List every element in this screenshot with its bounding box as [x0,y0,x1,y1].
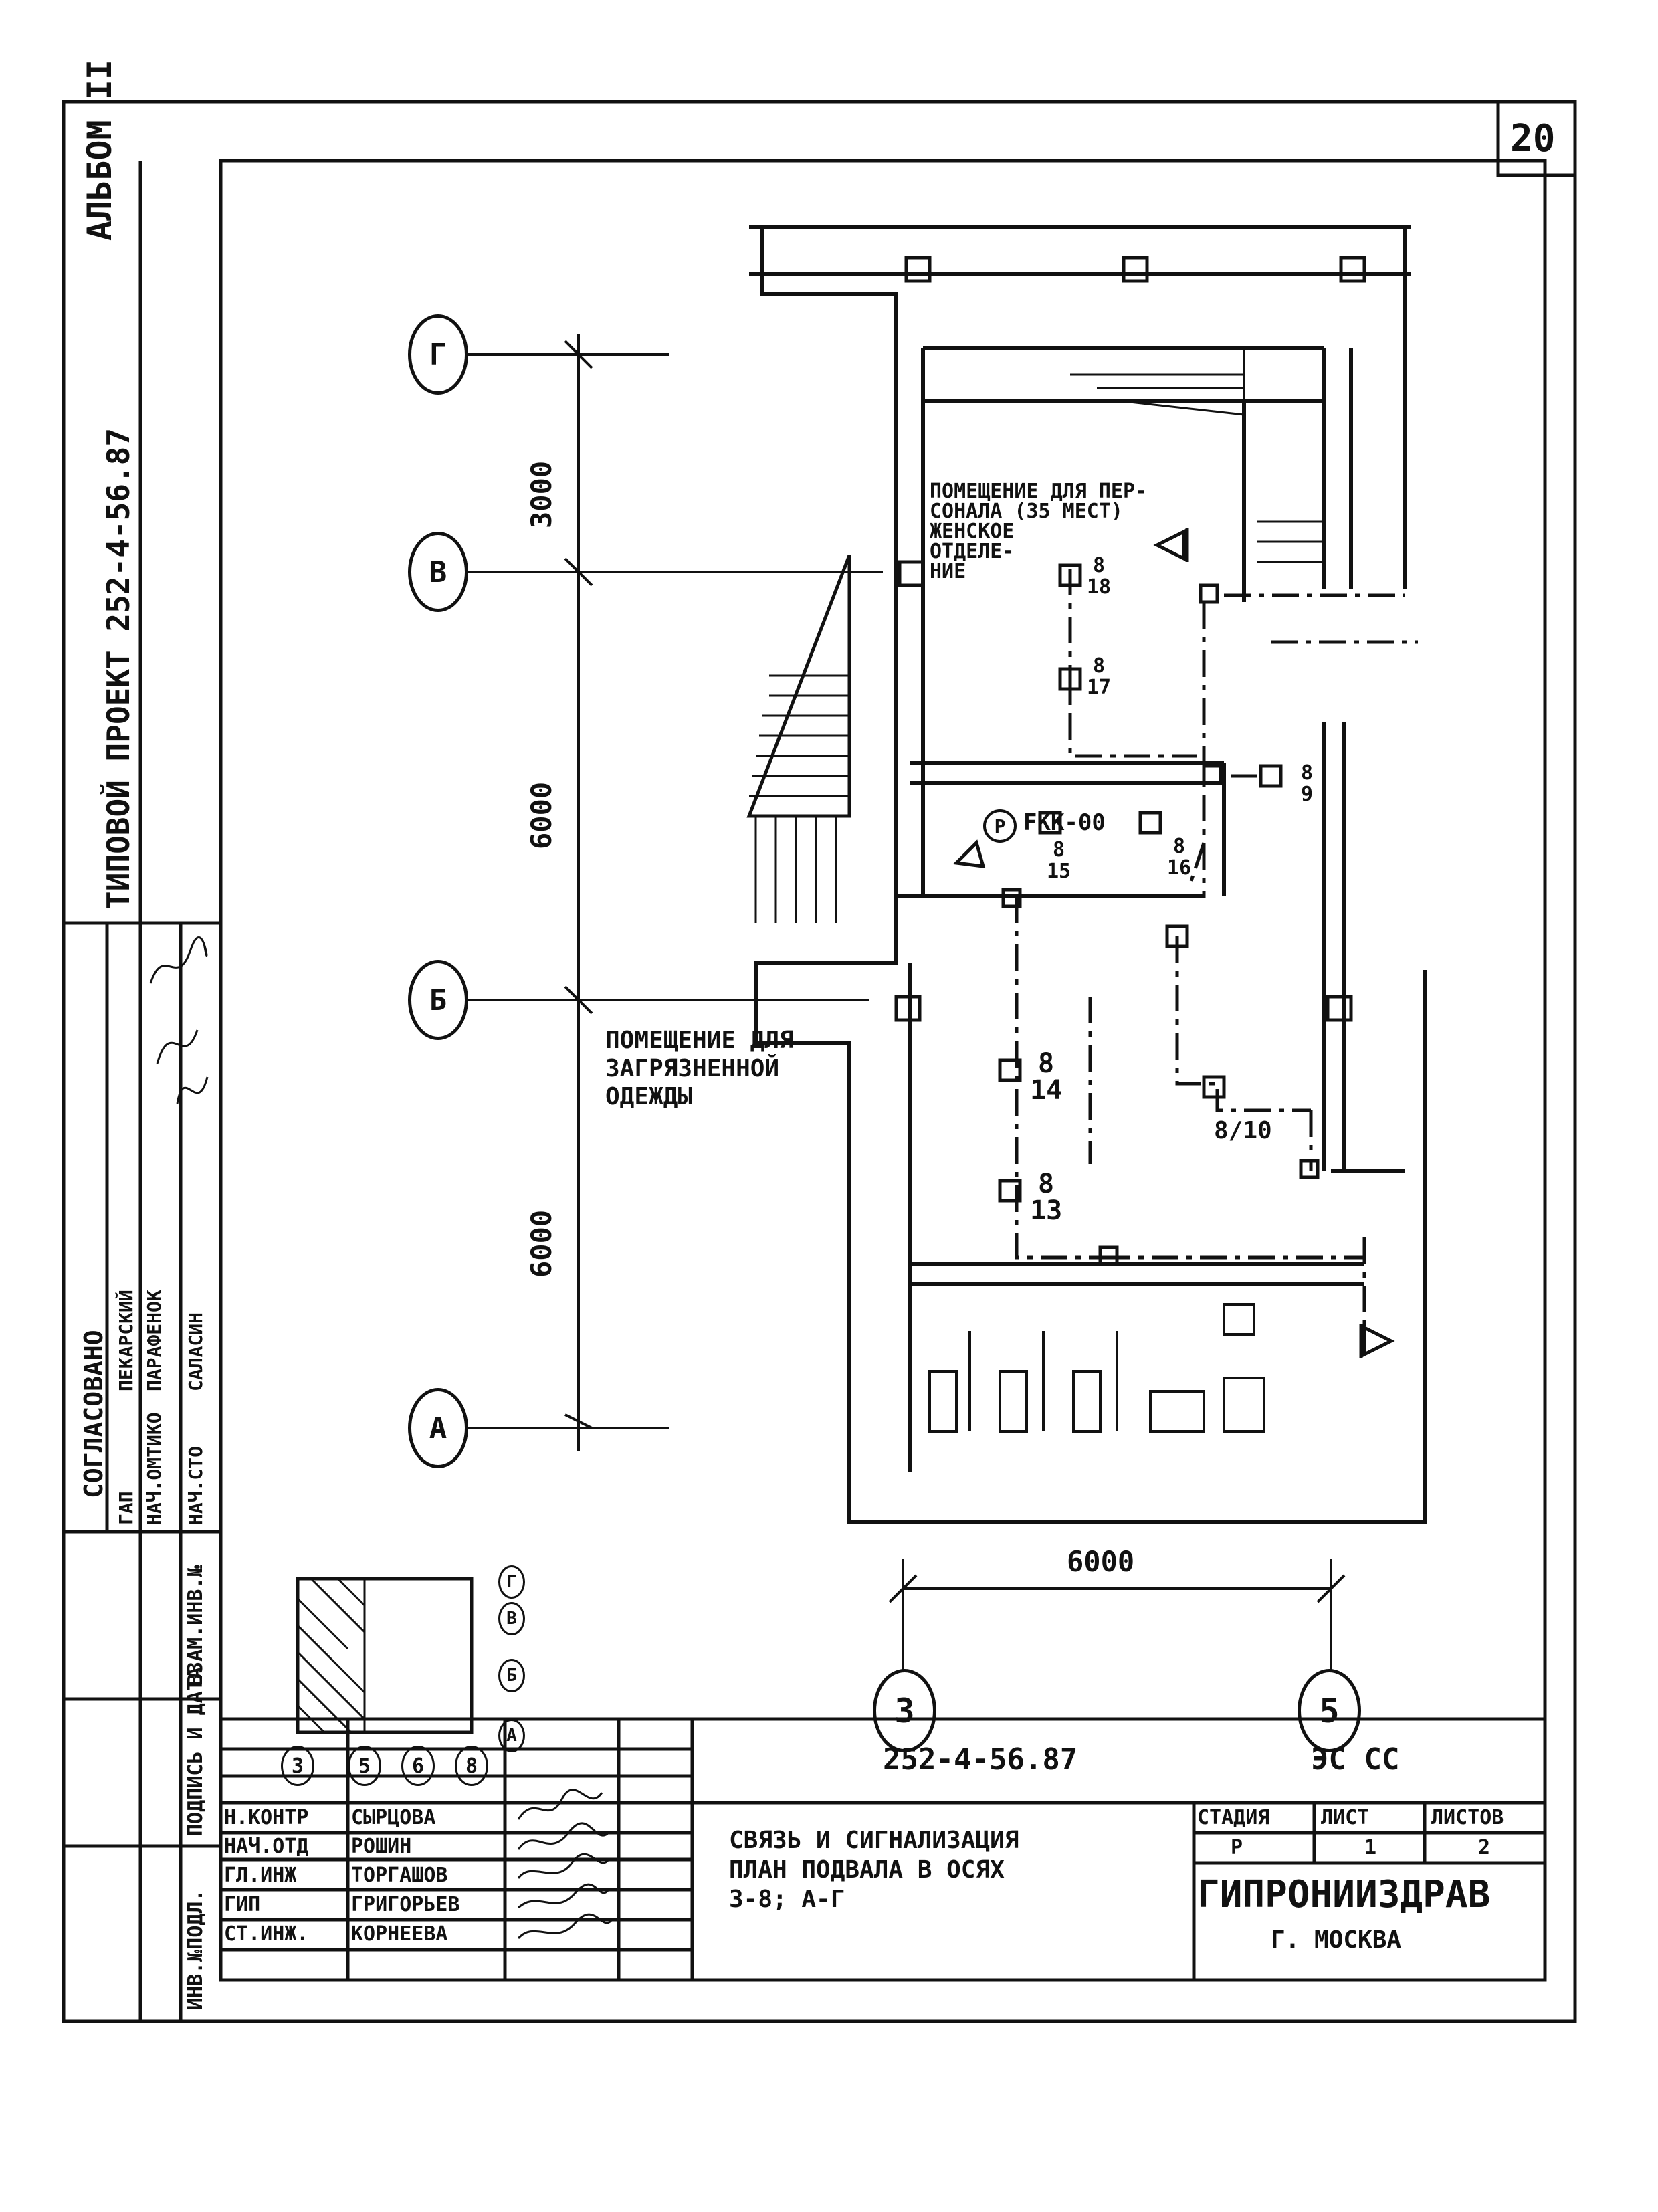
key-col-5: 5 [348,1746,381,1786]
key-col-3: 3 [281,1746,314,1786]
axis-col-3: 3 [873,1669,936,1752]
album-label: АЛЬБОМ II [80,60,119,241]
axis-lines [468,334,1346,1672]
sheets-value: 2 [1478,1836,1491,1859]
approval-role-1: ГАП [115,1491,137,1525]
staff-role-1: Н.КОНТР [224,1806,309,1829]
approval-signatures [149,936,209,1104]
axis-col-5: 5 [1298,1669,1361,1752]
device-boxes [998,563,1320,1266]
sheet-value: 1 [1364,1836,1377,1859]
drawing-title: СВЯЗЬ И СИГНАЛИЗАЦИЯ ПЛАН ПОДВАЛА В ОСЯХ… [729,1827,1019,1913]
staff-name-1: СЫРЦОВА [351,1806,436,1829]
staff-role-5: СТ.ИНЖ. [224,1922,309,1946]
axis-row-g: Г [408,314,468,395]
key-col-8: 8 [455,1746,488,1786]
sheet-number-box [1496,100,1577,177]
staff-name-4: ГРИГОРЬЕВ [351,1893,460,1916]
key-row-g: Г [498,1565,525,1599]
dim-6000-upper: 6000 [525,781,558,849]
podpis-data-label: ПОДПИСЬ И ДАТА [184,1667,207,1836]
key-col-6: 6 [401,1746,435,1786]
signature-5 [517,1913,613,1940]
drawing-code: 252-4-56.87 [883,1742,1078,1777]
key-plan-hatch [296,1577,366,1734]
signature-1 [517,1789,603,1820]
staff-name-2: РОШИН [351,1835,412,1858]
signatures [517,1789,613,1940]
room-dirty-clothes-label: ПОМЕЩЕНИЕ ДЛЯ ЗАГРЯЗНЕННОЙ ОДЕЖДЫ [605,1027,794,1110]
walls [749,225,1427,1524]
sheet-number: 20 [1510,117,1556,161]
organization-name: ГИПРОНИИЗДРАВ [1197,1873,1491,1916]
staff-name-3: ТОРГАШОВ [351,1864,448,1887]
vzam-inv-label: ВЗАМ.ИНВ.№ [184,1565,207,1686]
columns [894,256,1366,1022]
axis-row-b: Б [408,960,468,1040]
staff-role-3: ГЛ.ИНЖ [224,1864,297,1887]
panel-circle-marker: Р [983,809,1017,843]
stage-header: СТАДИЯ [1197,1806,1270,1829]
staff-name-5: КОРНЕЕВА [351,1922,448,1946]
inv-podl-label: ИНВ.№ПОДЛ. [184,1889,207,2010]
key-row-a: А [498,1719,525,1752]
staff-role-4: ГИП [224,1893,261,1916]
sheet-border [62,100,1577,2023]
sheet-header: ЛИСТ [1321,1806,1370,1829]
horn-symbols [952,528,1395,1358]
dim-6000-bottom: 6000 [1067,1545,1135,1578]
staff-role-2: НАЧ.ОТД [224,1835,309,1858]
drawing-mark: ЭС СС [1311,1742,1400,1777]
signature-4 [517,1883,610,1909]
sheets-header: ЛИСТОВ [1431,1806,1504,1829]
project-title: ТИПОВОЙ ПРОЕКТ 252-4-56.87 [100,427,136,910]
axis-row-v: В [408,532,468,612]
approval-heading: СОГЛАСОВАНО [79,1330,108,1498]
panel-label: FKK-00 [1023,809,1106,836]
stairs [746,346,1324,923]
city-name: Г. МОСКВА [1271,1926,1402,1954]
signature-3 [517,1853,610,1879]
stage-value: Р [1231,1836,1243,1859]
device-label-8-10: 8/10 [1214,1117,1272,1144]
key-plan [296,1577,474,1734]
room-personnel-label: ПОМЕЩЕНИЕ ДЛЯ ПЕР- СОНАЛА (35 МЕСТ) ЖЕНС… [930,480,1148,583]
dim-3000: 3000 [525,460,558,528]
key-row-v: В [498,1602,525,1635]
key-row-b: Б [498,1659,525,1692]
approval-name-1: ПЕКАРСКИЙ [115,1290,137,1391]
signature-2 [517,1822,610,1850]
cable-runs [1015,569,1418,1338]
dim-6000-lower: 6000 [525,1209,558,1278]
axis-row-a: А [408,1388,468,1468]
fixtures [928,1303,1265,1433]
